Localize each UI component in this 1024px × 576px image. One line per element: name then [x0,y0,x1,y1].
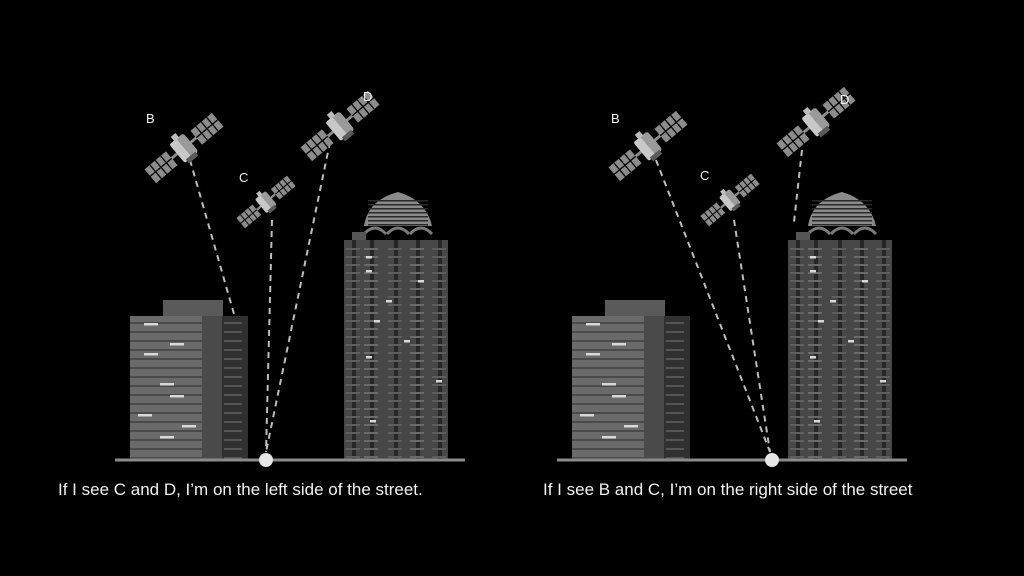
left-short-building [130,300,248,460]
right-receiver-dot [765,453,779,467]
left-receiver-dot [259,453,273,467]
left-panel: B C D [115,84,465,467]
right-panel: B C D [557,80,907,467]
right-signal-c [733,219,771,453]
left-tall-building [344,192,448,460]
left-signal-lines [189,141,331,453]
right-label-c: C [700,168,709,183]
right-tall-building [788,192,892,460]
right-label-b: B [611,111,620,126]
right-signal-d-blocked [793,149,803,223]
right-label-d: D [840,92,849,107]
left-label-d: D [363,89,372,104]
left-signal-c [265,219,273,453]
left-signal-b-blocked [189,159,235,315]
right-caption: If I see B and C, I’m on the right side … [543,480,913,499]
left-signal-d [265,141,331,453]
right-signal-lines [655,149,803,453]
left-label-c: C [239,170,248,185]
right-signal-b [655,159,771,453]
left-label-b: B [146,111,155,126]
left-caption: If I see C and D, I’m on the left side o… [58,480,423,499]
right-short-building [572,300,690,460]
